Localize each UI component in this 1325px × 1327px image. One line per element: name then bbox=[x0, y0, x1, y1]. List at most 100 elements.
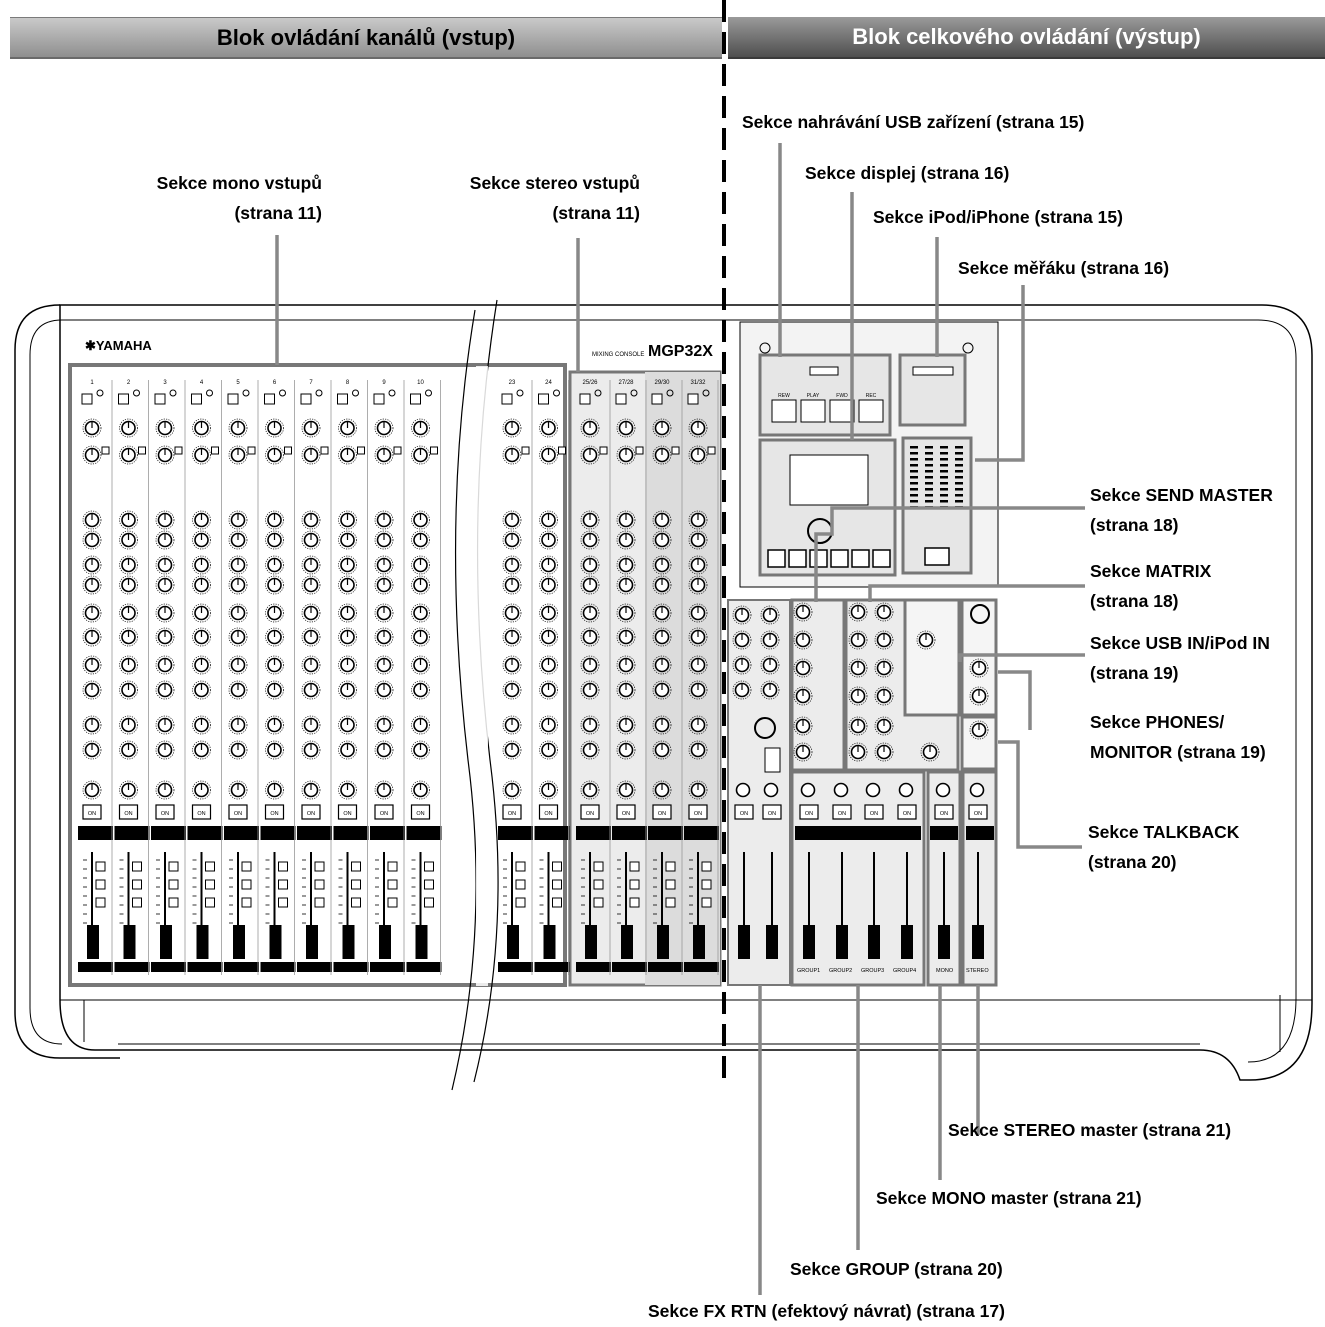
channel-fader-label bbox=[78, 962, 113, 972]
callout-meter: Sekce měřáku (strana 16) bbox=[958, 258, 1170, 278]
channel-number: 7 bbox=[309, 380, 313, 386]
transport-label: REC bbox=[866, 393, 877, 399]
lcd-screen bbox=[789, 454, 869, 506]
callout-send-master-line1: Sekce SEND MASTER bbox=[1090, 485, 1273, 505]
on-button-label: ON bbox=[416, 811, 424, 817]
callout-stereo-inputs: Sekce stereo vstupů (strana 11) bbox=[430, 168, 640, 228]
channel-number: 29/30 bbox=[654, 380, 670, 386]
channel-number: 27/28 bbox=[618, 380, 634, 386]
channel-fader-label bbox=[576, 962, 611, 972]
channel-number: 10 bbox=[417, 380, 424, 386]
ipod-panel bbox=[898, 353, 967, 427]
channel-name-strip bbox=[297, 826, 332, 840]
usb-ipod-in-frame bbox=[903, 598, 961, 717]
callout-phones-monitor-line1: Sekce PHONES/ bbox=[1090, 712, 1225, 732]
on-button-label: ON bbox=[161, 811, 169, 817]
channel-name-strip bbox=[224, 826, 259, 840]
callout-phones-monitor: Sekce PHONES/ MONITOR (strana 19) bbox=[1090, 707, 1266, 767]
fader-knob bbox=[415, 925, 428, 959]
channel-name-strip bbox=[648, 826, 683, 840]
on-button-label: ON bbox=[805, 811, 813, 817]
fader-knob bbox=[621, 925, 633, 959]
on-button-label: ON bbox=[622, 811, 630, 817]
channel-strip: 1ON bbox=[78, 380, 113, 975]
fader-knob bbox=[738, 925, 750, 959]
on-button-label: ON bbox=[838, 811, 846, 817]
on-button bbox=[832, 804, 852, 820]
fader-knob bbox=[836, 925, 848, 959]
on-button bbox=[155, 804, 175, 820]
on-button bbox=[934, 804, 954, 820]
channel-strip: 9ON bbox=[370, 380, 405, 975]
knob-icon bbox=[898, 782, 914, 798]
callout-usb-ipod-in-line2: (strana 19) bbox=[1090, 663, 1179, 683]
on-button-label: ON bbox=[380, 811, 388, 817]
fader-knob bbox=[306, 925, 318, 959]
channel-name-strip bbox=[684, 826, 719, 840]
callout-stereo-inputs-line2: (strana 11) bbox=[552, 203, 640, 223]
on-button-label: ON bbox=[694, 811, 702, 817]
talkback-frame bbox=[960, 715, 998, 771]
on-button bbox=[968, 804, 988, 820]
on-button-label: ON bbox=[307, 811, 315, 817]
on-button-label: ON bbox=[768, 811, 776, 817]
channel-number: 9 bbox=[382, 380, 386, 386]
knob-icon bbox=[935, 782, 951, 798]
callout-mono-master: Sekce MONO master (strana 21) bbox=[876, 1188, 1142, 1208]
transport-label: PLAY bbox=[807, 393, 820, 399]
fader-knob bbox=[507, 925, 519, 959]
on-button-label: ON bbox=[88, 811, 96, 817]
callout-ipod: Sekce iPod/iPhone (strana 15) bbox=[873, 207, 1123, 227]
callout-display: Sekce displej (strana 16) bbox=[805, 163, 1010, 183]
channel-fader-label bbox=[151, 962, 186, 972]
mono-fader-label: MONO bbox=[936, 968, 954, 974]
fader-knob bbox=[972, 925, 984, 959]
callout-usb-ipod-in-line1: Sekce USB IN/iPod IN bbox=[1090, 633, 1270, 653]
callout-leaders bbox=[275, 143, 1085, 1295]
display-button bbox=[788, 549, 807, 568]
on-button bbox=[897, 804, 917, 820]
channel-fader-label bbox=[187, 962, 223, 972]
input-block-title: Blok ovládání kanálů (vstup) bbox=[216, 24, 516, 50]
mono-input-frame bbox=[68, 363, 567, 987]
fader-knob bbox=[938, 925, 950, 959]
channel-number: 25/26 bbox=[582, 380, 598, 386]
channel-name-strip bbox=[612, 826, 647, 840]
channel-number: 5 bbox=[236, 380, 240, 386]
callout-group: Sekce GROUP (strana 20) bbox=[790, 1259, 1003, 1279]
on-button-label: ON bbox=[974, 811, 982, 817]
channel-fader-label bbox=[114, 962, 150, 972]
callout-fx-rtn: Sekce FX RTN (efektový návrat) (strana 1… bbox=[648, 1301, 1005, 1321]
callout-stereo-master: Sekce STEREO master (strana 21) bbox=[948, 1120, 1232, 1140]
channel-number: 23 bbox=[509, 380, 516, 386]
channel-strip: 7ON bbox=[297, 380, 332, 975]
on-button-label: ON bbox=[270, 811, 278, 817]
fader-knob bbox=[693, 925, 705, 959]
on-button-label: ON bbox=[903, 811, 911, 817]
fader-knob bbox=[342, 925, 355, 959]
stereo-name-strip bbox=[966, 826, 994, 840]
on-button bbox=[538, 804, 559, 820]
on-button bbox=[502, 804, 522, 820]
fader-knob bbox=[901, 925, 913, 959]
yamaha-logo: ✱YAMAHA bbox=[85, 338, 152, 353]
fader-knob bbox=[657, 925, 669, 959]
channel-fader-label bbox=[333, 962, 369, 972]
fader-knob bbox=[379, 925, 391, 959]
on-button bbox=[264, 804, 285, 820]
channel-fader-label bbox=[648, 962, 683, 972]
channel-strip: 2ON bbox=[114, 380, 150, 975]
on-button-label: ON bbox=[508, 811, 516, 817]
fader-knob bbox=[766, 925, 778, 959]
on-button bbox=[799, 804, 819, 820]
display-button bbox=[830, 549, 849, 568]
on-button bbox=[301, 804, 321, 820]
on-button bbox=[374, 804, 394, 820]
on-button-label: ON bbox=[586, 811, 594, 817]
channel-name-strip bbox=[333, 826, 369, 840]
on-button bbox=[337, 804, 358, 820]
